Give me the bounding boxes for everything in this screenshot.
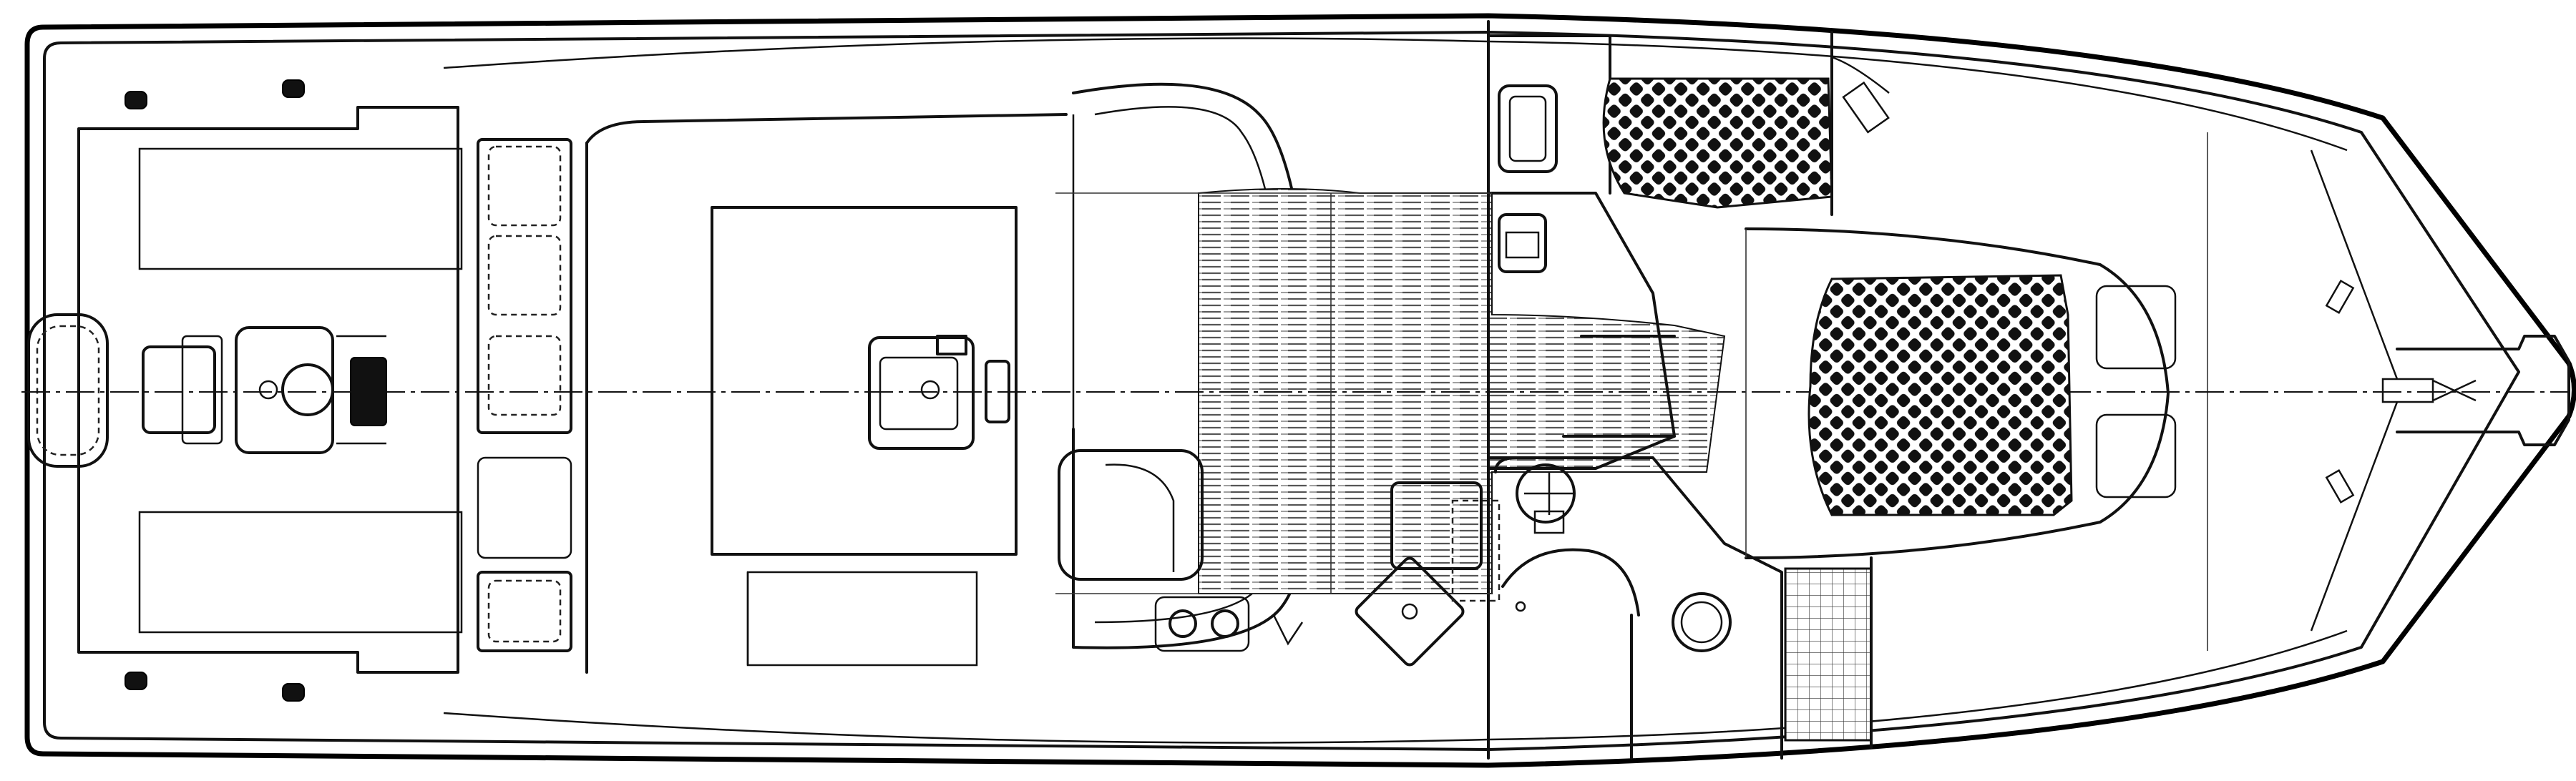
hull-outline bbox=[24, 13, 2576, 768]
engine-hatch bbox=[711, 206, 1018, 556]
head-compartment bbox=[1494, 456, 1783, 760]
cleats bbox=[125, 79, 305, 702]
helm-seat bbox=[868, 335, 1010, 450]
cockpit-hatch-starboard bbox=[138, 511, 463, 634]
dinette bbox=[1058, 449, 1304, 652]
v-berth bbox=[1745, 227, 2177, 559]
cockpit bbox=[27, 106, 463, 674]
hanging-locker bbox=[1487, 34, 1611, 273]
galley bbox=[1355, 481, 1501, 667]
shower-grate bbox=[1784, 556, 1873, 749]
transom-door bbox=[27, 313, 109, 468]
tackle-lockers bbox=[477, 138, 572, 652]
port-berth bbox=[1602, 31, 1890, 216]
salon-floor bbox=[21, 188, 2569, 594]
fighting-chair bbox=[142, 326, 387, 454]
bow-pulpit bbox=[2207, 132, 2570, 651]
bridge-deck bbox=[585, 113, 1068, 674]
cockpit-hatch-port bbox=[138, 147, 463, 270]
salon-settee bbox=[1055, 114, 1492, 594]
